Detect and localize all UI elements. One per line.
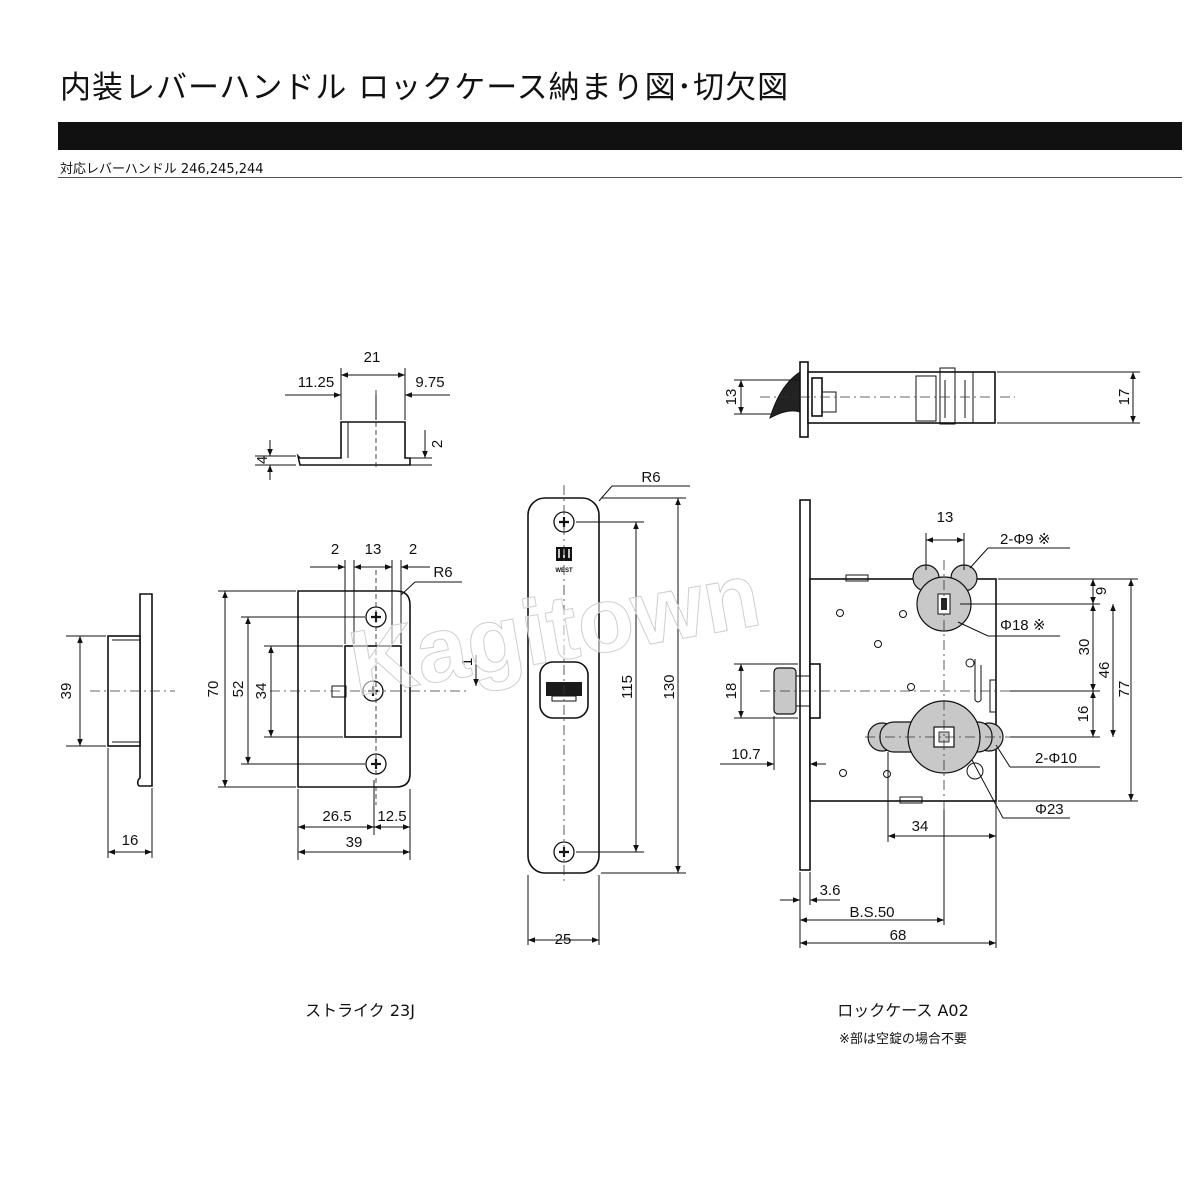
dim-r6-strike: R6 — [433, 564, 452, 581]
dim-52: 52 — [230, 681, 247, 698]
dim-9-75: 9.75 — [415, 374, 444, 391]
label-2-phi9: 2-Φ9 ※ — [1000, 531, 1050, 548]
dim-10-7: 10.7 — [731, 746, 760, 763]
lockcase-front-view — [720, 499, 1138, 948]
dim-17: 17 — [1116, 389, 1133, 406]
dim-16-lock: 16 — [1075, 706, 1092, 723]
label-2-phi10: 2-Φ10 — [1035, 750, 1077, 767]
dim-68: 68 — [890, 927, 907, 944]
dim-bs50: B.S.50 — [849, 904, 894, 921]
dim-39-bottom: 39 — [346, 834, 363, 851]
title-bar — [58, 122, 1182, 150]
dim-21: 21 — [364, 349, 381, 366]
dim-77: 77 — [1116, 681, 1133, 698]
dim-13-hole: 13 — [937, 509, 954, 526]
page-title: 内装レバーハンドル ロックケース納まり図･切欠図 — [60, 70, 790, 106]
lockcase-top-view — [734, 361, 1140, 438]
subtitle-divider — [58, 177, 1182, 178]
label-phi18: Φ18 ※ — [1000, 617, 1045, 634]
dim-34-strike: 34 — [253, 683, 270, 700]
dim-r6-faceplate: R6 — [641, 469, 660, 486]
dim-70: 70 — [205, 681, 222, 698]
dim-30: 30 — [1076, 639, 1093, 656]
label-phi23: Φ23 — [1035, 801, 1064, 818]
dim-46: 46 — [1096, 662, 1113, 679]
strike-top-view — [255, 368, 450, 480]
caption-strike: ストライク 23J — [305, 1001, 415, 1020]
strike-front-view — [218, 560, 479, 860]
dim-9: 9 — [1093, 587, 1110, 595]
note-lockcase: ※部は空錠の場合不要 — [839, 1032, 967, 1047]
dim-2-top: 2 — [429, 440, 446, 448]
dim-3-6: 3.6 — [820, 882, 841, 899]
dim-34-lock: 34 — [912, 818, 929, 835]
dim-39-side: 39 — [58, 683, 75, 700]
dim-16: 16 — [122, 832, 139, 849]
dim-13: 13 — [365, 541, 382, 558]
dim-13-top: 13 — [723, 389, 740, 406]
dim-115: 115 — [619, 675, 636, 699]
dim-18: 18 — [723, 683, 740, 700]
page-subtitle: 対応レバーハンドル 246,245,244 — [60, 162, 264, 177]
dim-1: 1 — [459, 658, 476, 666]
dim-26-5: 26.5 — [322, 808, 351, 825]
caption-lockcase: ロックケース A02 — [837, 1001, 969, 1020]
dim-2-left: 2 — [331, 541, 339, 558]
dim-12-5: 12.5 — [377, 808, 406, 825]
dim-25: 25 — [555, 931, 572, 948]
dim-11-25: 11.25 — [298, 374, 334, 391]
dim-4: 4 — [254, 456, 271, 464]
faceplate-view: WEST — [527, 485, 690, 945]
dim-2-right: 2 — [409, 541, 417, 558]
strike-side-view — [66, 593, 175, 858]
dim-130: 130 — [661, 674, 678, 699]
